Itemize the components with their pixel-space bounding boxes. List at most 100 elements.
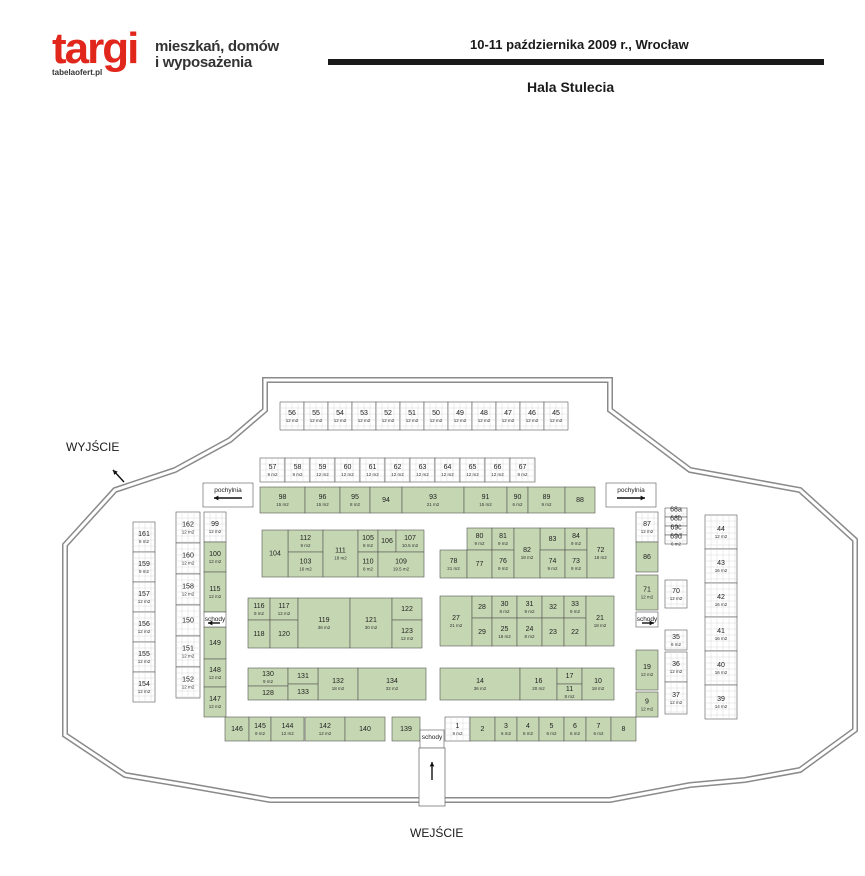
booth-133[interactable]: 133 <box>287 683 319 701</box>
booth-146[interactable]: 146 <box>224 716 250 742</box>
booth-90[interactable]: 906 m2 <box>506 486 529 514</box>
booth-58[interactable]: 589 m2 <box>284 457 311 483</box>
booth-94[interactable]: 94 <box>369 486 403 514</box>
booth-28[interactable]: 28 <box>471 595 493 619</box>
booth-31[interactable]: 319 m2 <box>516 595 543 619</box>
booth-86[interactable]: 86 <box>635 541 659 573</box>
booth-80[interactable]: 809 m2 <box>466 527 493 551</box>
booth-2[interactable]: 2 <box>469 716 496 742</box>
booth-77[interactable]: 77 <box>466 549 493 579</box>
booth-57[interactable]: 579 m2 <box>259 457 286 483</box>
booth-128[interactable]: 128 <box>247 685 289 701</box>
booth-120[interactable]: 120 <box>269 619 299 649</box>
booth-17[interactable]: 17 <box>556 667 583 685</box>
booth-29[interactable]: 29 <box>471 617 493 647</box>
booth-104[interactable]: 104 <box>261 529 289 578</box>
booth-1[interactable]: 19 m2 <box>444 716 471 742</box>
booth-139[interactable]: 139 <box>391 716 421 742</box>
booth-88[interactable]: 88 <box>564 486 596 514</box>
booth-149[interactable]: 149 <box>203 626 227 660</box>
booth-73[interactable]: 739 m2 <box>564 549 588 579</box>
booth-106[interactable]: 106 <box>377 529 397 553</box>
booth-122[interactable]: 122 <box>391 597 423 621</box>
booth-5[interactable]: 56 m2 <box>538 716 565 742</box>
booth-95[interactable]: 958 m2 <box>339 486 371 514</box>
booth-9[interactable]: 912 m2 <box>635 691 659 718</box>
booth-6[interactable]: 66 m2 <box>563 716 587 742</box>
booth-74[interactable]: 749 m2 <box>539 549 566 579</box>
booth-7[interactable]: 76 m2 <box>585 716 612 742</box>
booth-22[interactable]: 22 <box>563 617 587 647</box>
booth-35[interactable]: 358 m2 <box>664 629 688 651</box>
booth-76[interactable]: 769 m2 <box>491 549 515 579</box>
booth-81[interactable]: 819 m2 <box>491 527 515 551</box>
booth-30[interactable]: 308 m2 <box>491 595 518 619</box>
